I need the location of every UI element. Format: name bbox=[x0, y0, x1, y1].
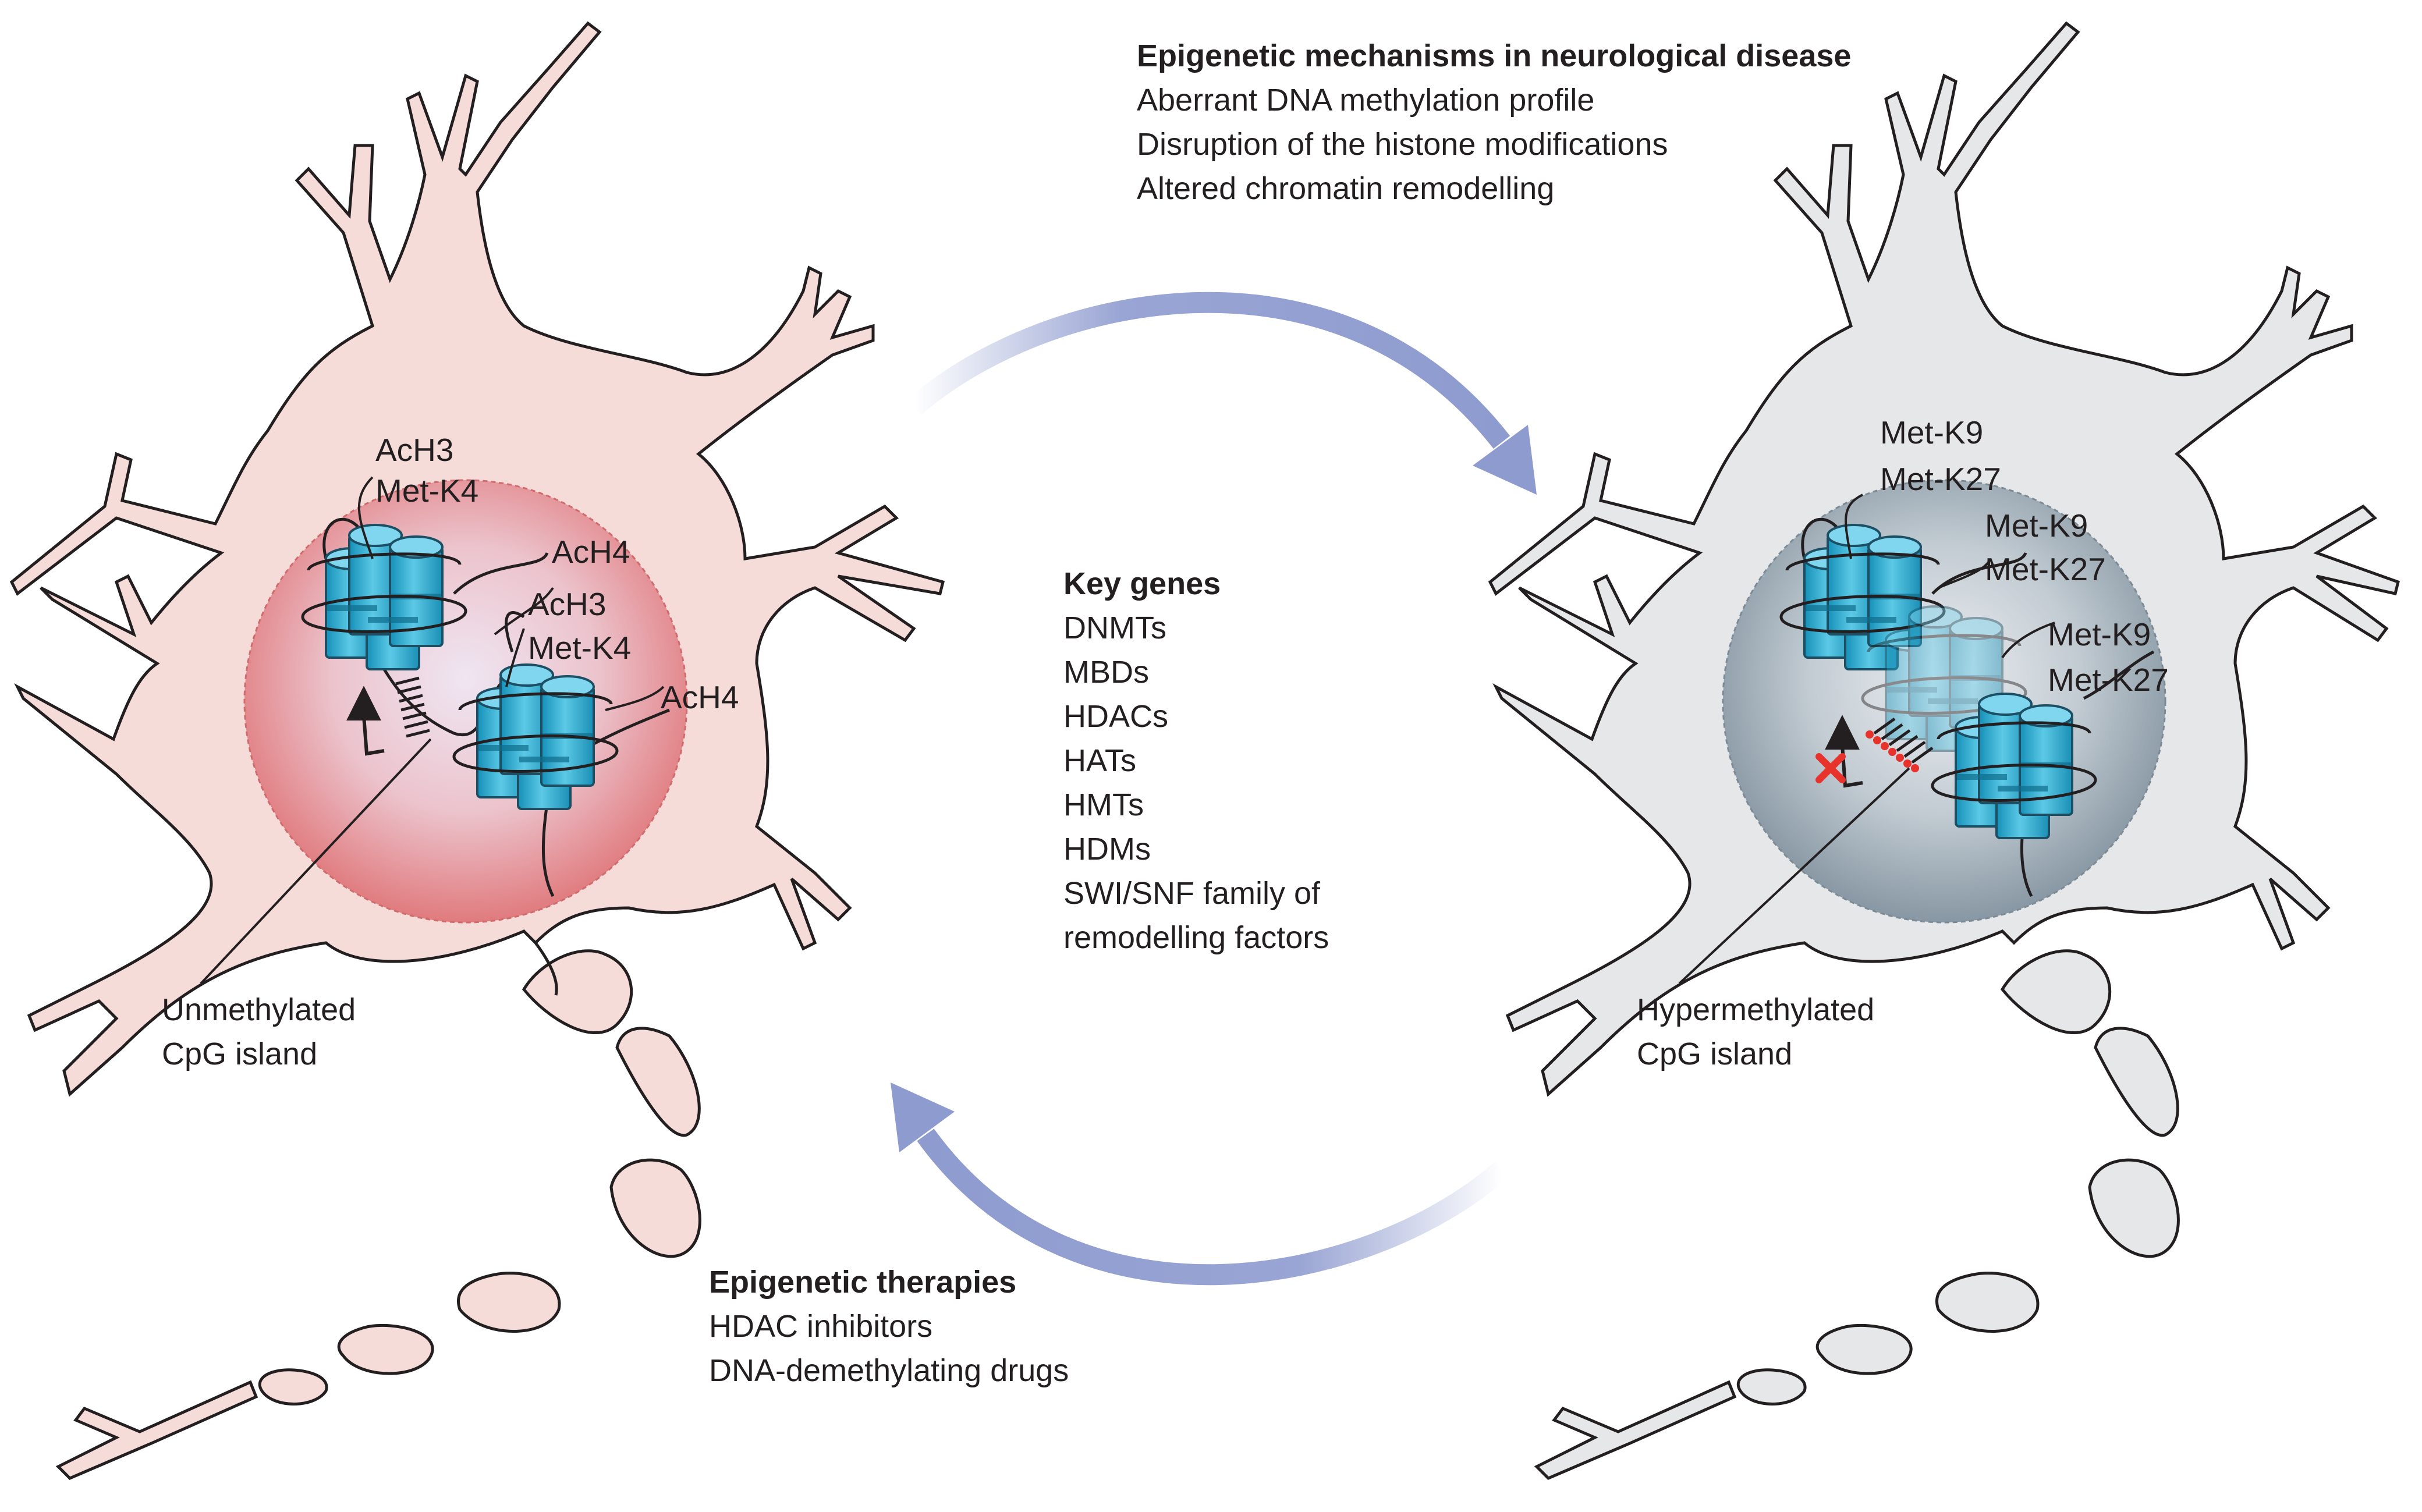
histone-mark-label: Met-K9 bbox=[1880, 414, 1984, 450]
transcription-arrow-icon bbox=[346, 686, 385, 756]
key-gene-item: DNMTs bbox=[1063, 611, 1166, 645]
key-gene-item: HDMs bbox=[1063, 832, 1151, 867]
mechanisms-item: Altered chromatin remodelling bbox=[1137, 171, 1555, 206]
key-genes-block: Key genes DNMTs MBDs HDACs HATs HMTs HDM… bbox=[1063, 562, 1329, 960]
key-gene-item: HATs bbox=[1063, 743, 1137, 778]
therapies-block: Epigenetic therapies HDAC inhibitors DNA… bbox=[709, 1260, 1069, 1393]
mechanisms-item: Disruption of the histone modifications bbox=[1137, 127, 1668, 162]
therapies-title: Epigenetic therapies bbox=[709, 1265, 1017, 1300]
methyl-marks bbox=[1866, 730, 1919, 772]
mechanisms-item: Aberrant DNA methylation profile bbox=[1137, 83, 1595, 118]
histone-mark-label: AcH4 bbox=[552, 534, 630, 570]
therapy-item: DNA-demethylating drugs bbox=[709, 1353, 1069, 1388]
key-gene-item: HMTs bbox=[1063, 787, 1144, 822]
key-gene-item: SWI/SNF family of bbox=[1063, 876, 1321, 911]
histone-mark-label: AcH3 bbox=[528, 586, 607, 622]
histone-mark-label: Met-K27 bbox=[1880, 461, 2001, 497]
unmethylated-cpg-label: Unmethylated CpG island bbox=[162, 992, 356, 1071]
healthy-neuron bbox=[9, 21, 945, 1480]
key-gene-item: remodelling factors bbox=[1063, 920, 1329, 955]
histone-mark-label: Met-K4 bbox=[528, 630, 632, 666]
mechanisms-title: Epigenetic mechanisms in neurological di… bbox=[1137, 38, 1852, 73]
diseased-neuron bbox=[1488, 21, 2400, 1480]
key-gene-item: MBDs bbox=[1063, 655, 1149, 690]
histone-mark-label: AcH4 bbox=[661, 679, 739, 715]
key-gene-item: HDACs bbox=[1063, 699, 1169, 734]
unmethylated-cpg-ticks bbox=[395, 676, 430, 738]
therapy-item: HDAC inhibitors bbox=[709, 1309, 933, 1344]
histone-mark-label: Met-K9 bbox=[2048, 616, 2151, 652]
red-x-icon bbox=[1815, 753, 1846, 783]
histone-mark-label: Met-K27 bbox=[2048, 662, 2169, 698]
cycle-arrows bbox=[891, 292, 1537, 1286]
mechanisms-block: Epigenetic mechanisms in neurological di… bbox=[1137, 34, 1851, 211]
key-genes-title: Key genes bbox=[1063, 566, 1221, 601]
hypermethylated-cpg-label: Hypermethylated CpG island bbox=[1637, 992, 1875, 1071]
histone-mark-label: Met-K9 bbox=[1985, 507, 2088, 544]
hypermethylated-cpg-ticks bbox=[1873, 717, 1934, 764]
histone-mark-label: AcH3 bbox=[375, 432, 454, 468]
histone-mark-label: Met-K27 bbox=[1985, 551, 2106, 587]
histone-mark-label: Met-K4 bbox=[375, 473, 479, 509]
